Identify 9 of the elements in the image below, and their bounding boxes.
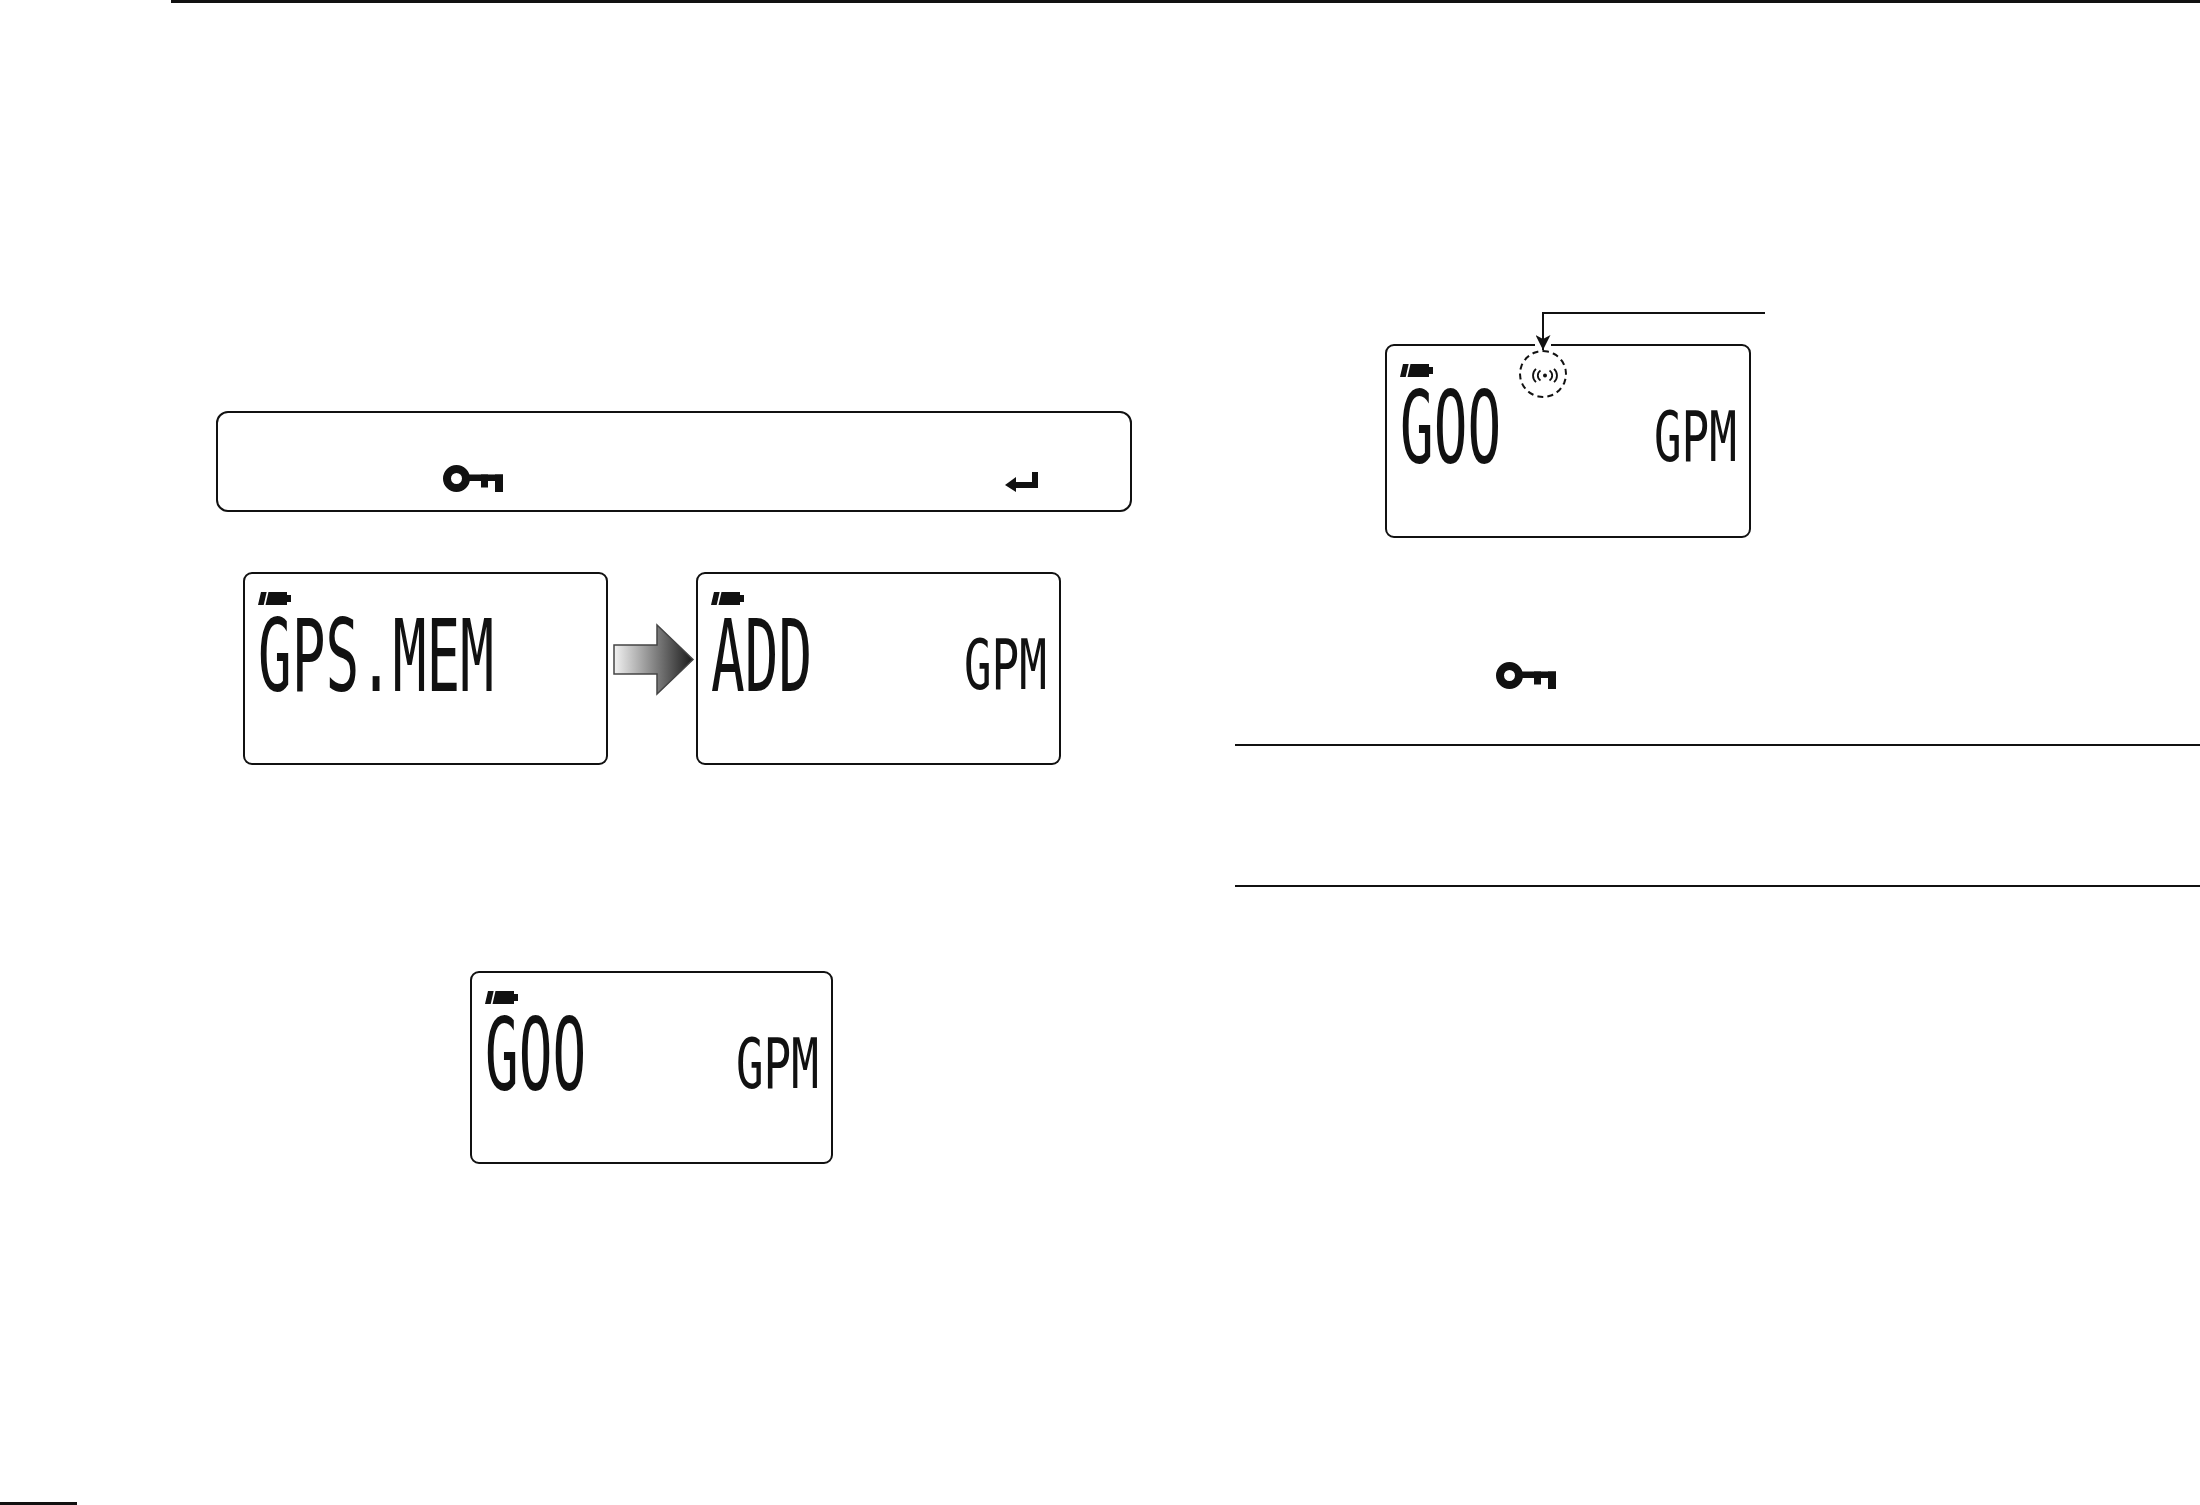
block-arrow xyxy=(613,623,695,696)
leader-line xyxy=(1535,312,1766,351)
lcd-display xyxy=(1385,344,1751,538)
lcd-main-readout: ADD xyxy=(711,619,813,695)
lcd-display xyxy=(470,971,833,1164)
lcd-display xyxy=(696,572,1061,765)
dashed-circle xyxy=(1519,350,1567,398)
lcd-display xyxy=(243,572,608,765)
instruction-box xyxy=(216,411,1132,512)
